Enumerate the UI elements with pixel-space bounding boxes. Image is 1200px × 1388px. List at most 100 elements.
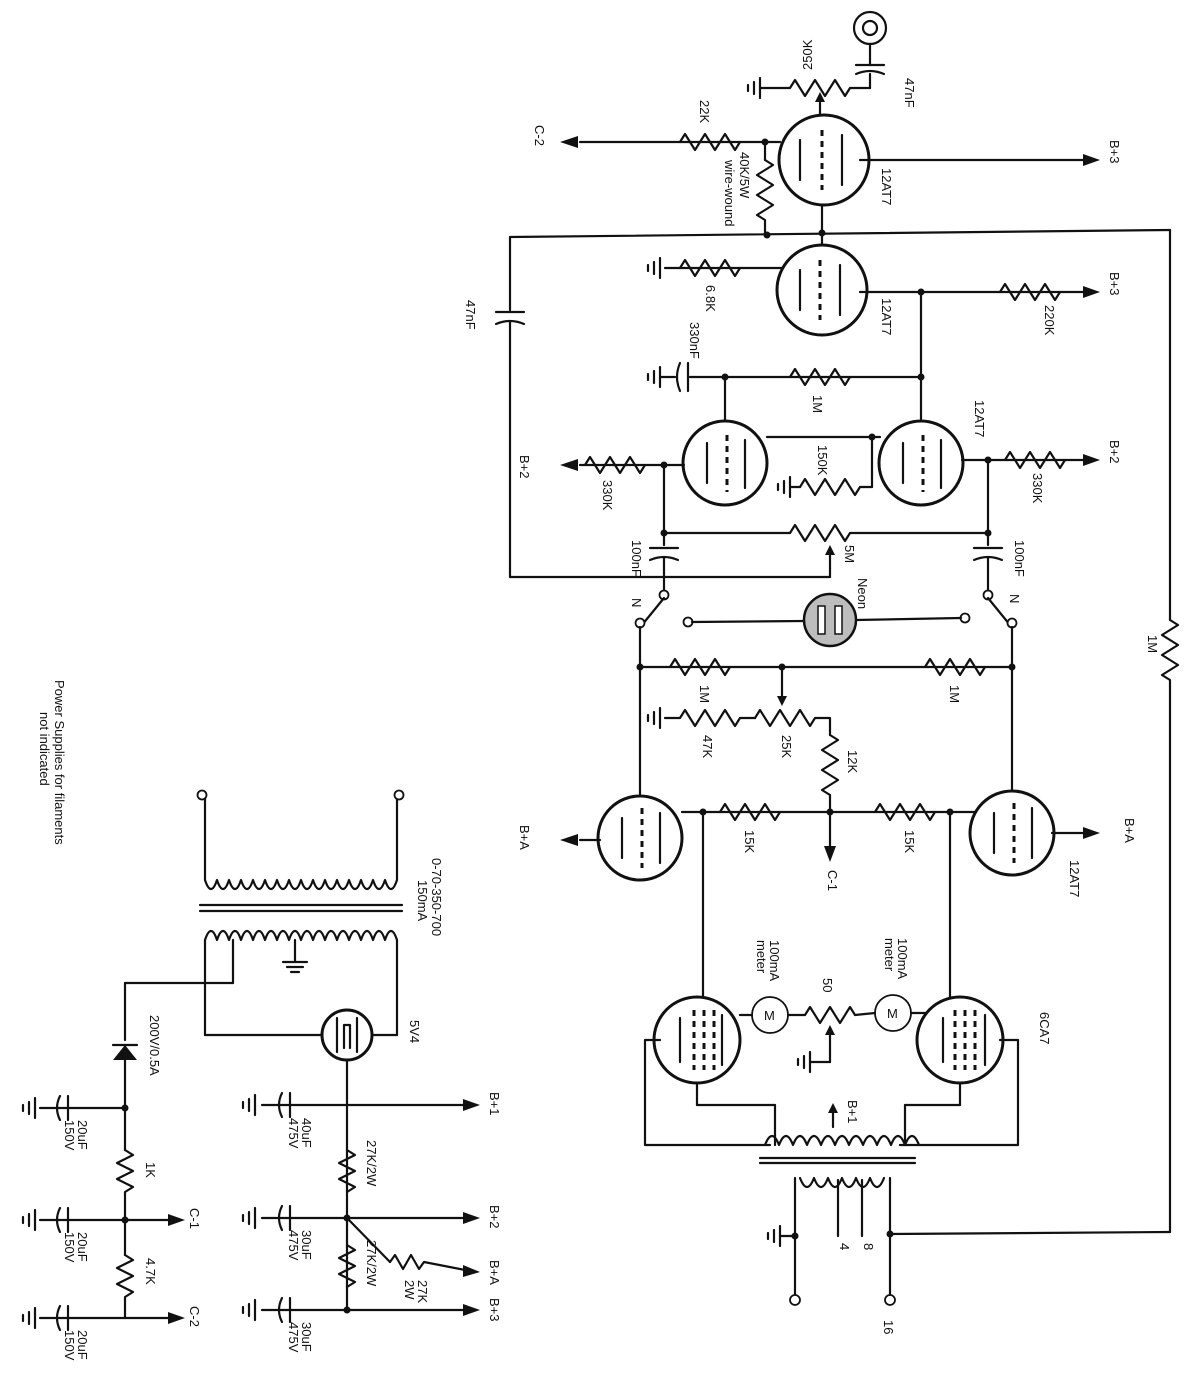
label-1m-b: 1M [697,685,712,703]
label-b1-ot: B+1 [845,1100,860,1124]
resistor-27k-2w-a [337,1148,357,1194]
label-tap-8: 8 [861,1243,876,1250]
cap-label-150v-b: 150V [62,1232,77,1263]
label-12k: 12K [845,750,860,773]
capacitor-20uf-b [55,1206,70,1234]
label-b2-right: B+2 [1107,440,1122,464]
label-tube-1: 12AT7 [879,168,894,205]
label-1m-a: 1M [810,395,825,413]
resistor-4-7k [115,1253,135,1320]
capacitor-30uf-b [277,1296,292,1324]
cap-label-475v-b: 475V [286,1230,301,1261]
cap-label-30uf-a: 30uF [299,1230,314,1260]
resistor-330k-right [1003,450,1067,470]
diode-200v [111,1043,139,1060]
capacitor-30uf-a [277,1204,292,1232]
label-b1-ps: B+1 [487,1092,502,1116]
label-330nf: 330nF [687,322,702,359]
label-1m-feedback: 1M [1145,635,1160,653]
resistor-15k-right [873,802,937,822]
cap-label-30uf-b: 30uF [299,1322,314,1352]
label-330k-right: 330K [1030,473,1045,504]
label-tube-4: 12AT7 [1067,860,1082,897]
potentiometer-25k [753,708,832,737]
resistor-1m-bias [788,367,852,387]
tube-12at7-driver-left [596,794,684,882]
label-b2-ps: B+2 [487,1205,502,1229]
resistor-15k-left [718,802,782,822]
ground-symbol [796,1050,812,1074]
ground-symbol [646,365,662,389]
label-b2-left: B+2 [517,455,532,479]
label-27k-2w-a: 27K/2W [364,1140,379,1187]
potentiometer-5m [788,523,990,543]
label-1m-c: 1M [947,685,962,703]
label-220k: 220K [1042,305,1057,336]
resistor-1m-grid-right [923,657,987,677]
resistor-12k [820,733,840,814]
label-ba-right: B+A [1122,818,1137,843]
tube-12at7-cathode-follower [777,113,871,207]
tube-12at7-driver-right [968,789,1056,877]
resistor-220k [998,282,1062,302]
cap-label-150v-a: 150V [62,1120,77,1151]
tube-12at7-gain-stage [775,243,869,337]
label-switch-n-left: N [629,598,644,607]
resistor-22k [678,132,742,152]
tube-6ca7-right [915,995,1005,1085]
resistor-150k [798,477,874,497]
label-40k-5w: 40K/5W [737,152,752,199]
label-1k: 1K [143,1162,158,1178]
label-meter-left-b: meter [754,940,769,974]
label-50: 50 [820,978,835,992]
label-tap-4: 4 [837,1243,852,1250]
label-switch-n-right: N [1007,594,1022,603]
label-c2-ps: C-2 [187,1306,202,1327]
label-b3-ps: B+3 [487,1298,502,1322]
label-15k-right: 15K [902,830,917,853]
label-27k-2w-b: 27K/2W [364,1240,379,1287]
label-4-7k: 4.7K [143,1258,158,1285]
label-27k-c-b: 2W [402,1280,417,1300]
neon-lamp [802,592,858,648]
capacitor-20uf-c [55,1304,70,1332]
resistor-47k [663,708,757,728]
label-47nf-input: 47nF [902,78,917,108]
meter-label-right: M [887,1006,898,1021]
label-meter-right-b: meter [882,938,897,972]
resistor-6-8k [678,258,742,278]
label-5v4: 5V4 [407,1020,422,1043]
ground-symbol [241,1298,257,1322]
label-b3-mid: B+3 [1107,272,1122,296]
label-c1-ps: C-1 [187,1208,202,1229]
ground-symbol [746,76,762,100]
label-tube-6ca7: 6CA7 [1037,1012,1052,1045]
label-meter-left-a: 100mA [767,940,782,982]
cap-label-150v-c: 150V [62,1330,77,1361]
meter-label-left: M [764,1008,775,1023]
resistor-330k-left [583,455,647,475]
power-transformer [198,793,404,942]
label-pt-spec-a: 0-70-350-700 [429,858,444,936]
label-c2-top: C-2 [532,125,547,146]
label-100nf-right: 100nF [1012,540,1027,577]
label-25k: 25K [779,735,794,758]
potentiometer-50-ohm [786,1005,877,1025]
note-filaments-a: Power Supplies for filaments [52,680,67,845]
label-22k: 22K [697,100,712,123]
resistor-1m-feedback [1160,618,1180,1234]
resistor-40k-5w [755,158,775,237]
label-pt-spec-b: 150mA [415,880,430,922]
label-330k-left: 330K [600,480,615,511]
ground-symbol [241,1206,257,1230]
label-c1-mid: C-1 [825,870,840,891]
note-filaments-b: not indicated [37,712,52,786]
label-15k-left: 15K [742,830,757,853]
ground-symbol [766,1224,782,1248]
label-meter-right-a: 100mA [895,938,910,980]
ground-symbol [21,1306,37,1330]
ground-symbol [776,475,792,499]
ground-symbol [241,1093,257,1117]
label-neon: Neon [855,578,870,609]
